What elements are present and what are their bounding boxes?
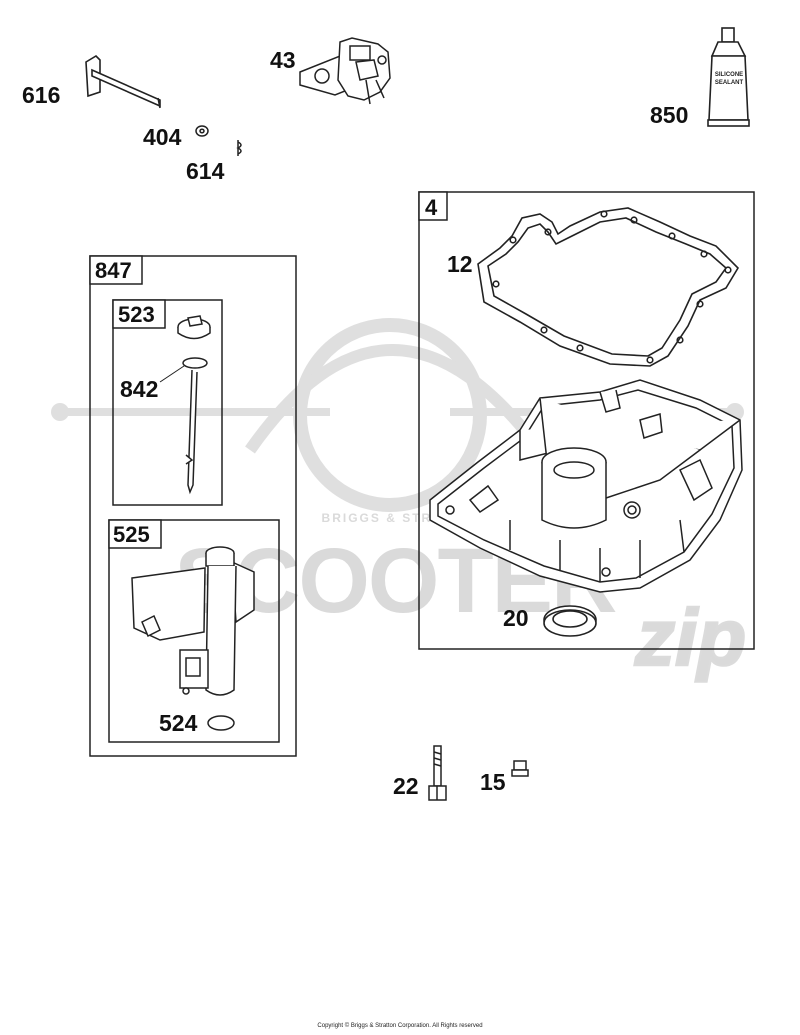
callout-22: 22 xyxy=(393,773,419,799)
fill-tube-525 xyxy=(131,546,255,696)
washer-404 xyxy=(195,125,209,137)
plug-15 xyxy=(511,760,529,777)
rod-616 xyxy=(85,54,161,109)
oil-seal-20 xyxy=(543,605,597,637)
callout-20: 20 xyxy=(503,605,529,631)
callout-525: 525 xyxy=(113,522,150,547)
sump-base xyxy=(429,379,743,593)
sealant-tube-850: SILICONE SEALANT xyxy=(707,27,750,127)
sealant-label-1: SILICONE xyxy=(715,72,743,78)
callout-847: 847 xyxy=(95,258,132,283)
callout-524: 524 xyxy=(159,710,198,736)
callout-15: 15 xyxy=(480,769,506,795)
callout-4: 4 xyxy=(425,195,438,220)
watermark-script: zip xyxy=(634,593,746,682)
o-ring-524 xyxy=(207,715,235,731)
bolt-22 xyxy=(428,745,447,801)
copyright-notice: Copyright © Briggs & Stratton Corporatio… xyxy=(317,1023,483,1029)
callout-404: 404 xyxy=(143,124,182,150)
box-4 xyxy=(418,191,755,650)
callout-616: 616 xyxy=(22,82,60,108)
sealant-label-2: SEALANT xyxy=(715,80,744,86)
callout-614: 614 xyxy=(186,158,225,184)
governor-43 xyxy=(299,37,391,105)
callout-43: 43 xyxy=(270,47,296,73)
callout-12: 12 xyxy=(447,251,473,277)
dipstick-523 xyxy=(177,315,211,495)
callout-842: 842 xyxy=(120,376,158,402)
box-525 xyxy=(108,519,280,743)
box-847 xyxy=(89,255,297,757)
gasket-12 xyxy=(477,207,740,367)
callout-850: 850 xyxy=(650,102,688,128)
callout-523: 523 xyxy=(118,302,155,327)
box-523 xyxy=(112,299,223,506)
clip-614 xyxy=(236,140,242,156)
